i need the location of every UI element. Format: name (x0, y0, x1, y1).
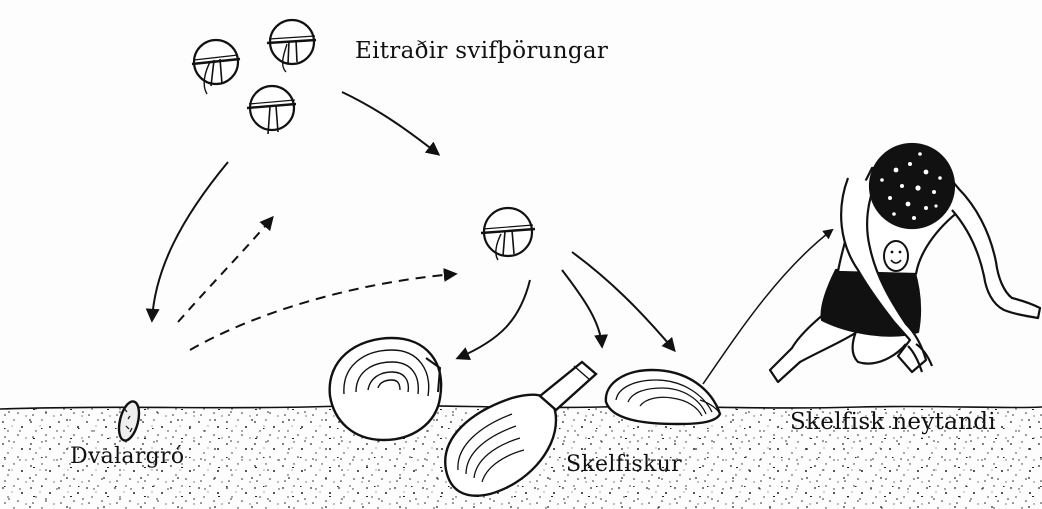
clam-drawing (330, 338, 441, 440)
plankton-cell-4 (481, 208, 535, 260)
arrow-middle-to-mussel2 (572, 252, 674, 350)
arrow-plankton-to-middle (342, 92, 438, 154)
arrow-cyst-to-plankton-dashed (178, 218, 272, 322)
plankton-cell-2 (267, 20, 316, 72)
plankton-cell-1 (192, 40, 240, 94)
label-shellfish-consumer: Skelfisk neytandi (790, 409, 996, 435)
label-toxic-plankton: Eitraðir svifþörungar (355, 38, 608, 64)
smiley-badge (884, 241, 908, 271)
arrow-shellfish-to-consumer (703, 230, 832, 384)
arrow-plankton-to-cyst (152, 162, 228, 320)
arrow-middle-to-clam (458, 280, 530, 358)
mussel-drawing (606, 370, 720, 424)
consumer-head (870, 144, 954, 228)
label-resting-cyst: Dvalargró (70, 444, 184, 469)
arrow-cyst-to-middle-dashed (190, 274, 455, 350)
plankton-cell-3 (247, 86, 296, 134)
consumer-figure (770, 144, 1040, 382)
consumer-arm-right (952, 188, 1040, 318)
label-shellfish: Skelfiskur (566, 452, 682, 477)
arrow-middle-to-mussel (562, 270, 602, 346)
